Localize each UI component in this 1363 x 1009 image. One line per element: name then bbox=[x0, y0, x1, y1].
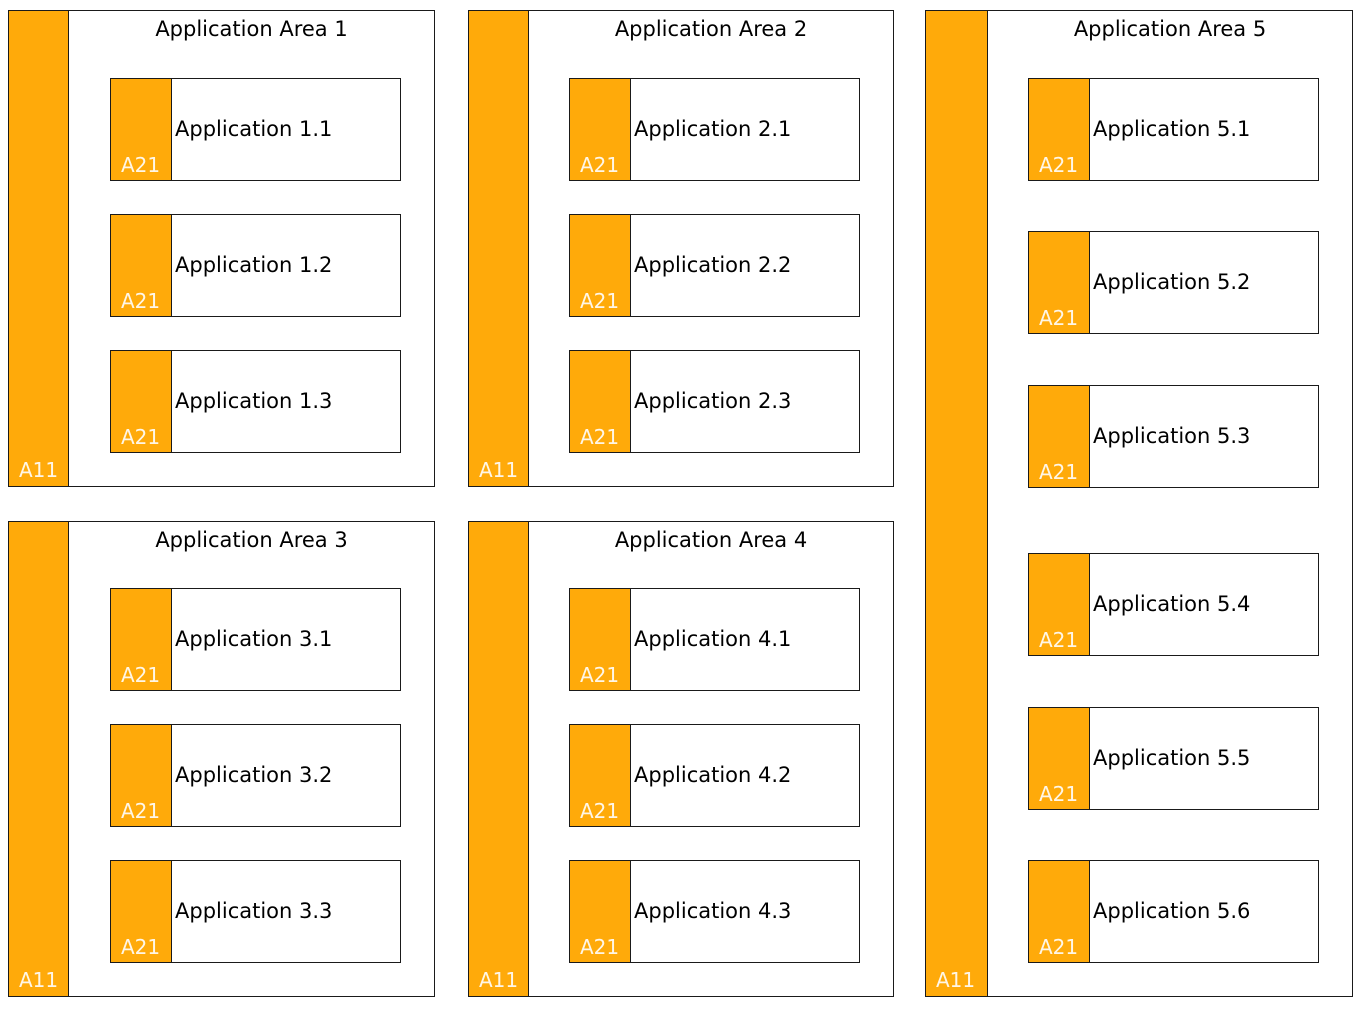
app-code-badge: A21 bbox=[580, 153, 620, 177]
app-stripe: A21 bbox=[111, 79, 172, 180]
application-box[interactable]: A21 Application 1.2 bbox=[110, 214, 401, 317]
application-label: Application 3.2 bbox=[175, 763, 333, 787]
application-box[interactable]: A21 Application 1.3 bbox=[110, 350, 401, 453]
app-stripe: A21 bbox=[1029, 861, 1090, 962]
app-code-badge: A21 bbox=[1039, 628, 1079, 652]
application-box[interactable]: A21 Application 3.1 bbox=[110, 588, 401, 691]
app-code-badge: A21 bbox=[1039, 153, 1079, 177]
application-label: Application 2.1 bbox=[634, 117, 792, 141]
application-box[interactable]: A21 Application 1.1 bbox=[110, 78, 401, 181]
application-box[interactable]: A21 Application 5.2 bbox=[1028, 231, 1319, 334]
application-area-5[interactable]: A11 Application Area 5 A21 Application 5… bbox=[925, 10, 1353, 997]
application-box[interactable]: A21 Application 2.1 bbox=[569, 78, 860, 181]
app-code-badge: A21 bbox=[580, 289, 620, 313]
application-label: Application 2.3 bbox=[634, 389, 792, 413]
app-code-badge: A21 bbox=[580, 425, 620, 449]
application-label: Application 4.1 bbox=[634, 627, 792, 651]
application-area-4[interactable]: A11 Application Area 4 A21 Application 4… bbox=[468, 521, 894, 997]
area-stripe: A11 bbox=[926, 11, 988, 996]
app-stripe: A21 bbox=[570, 215, 631, 316]
area-code-badge: A11 bbox=[19, 968, 59, 992]
app-code-badge: A21 bbox=[1039, 935, 1079, 959]
application-box[interactable]: A21 Application 5.4 bbox=[1028, 553, 1319, 656]
app-code-badge: A21 bbox=[1039, 782, 1079, 806]
app-stripe: A21 bbox=[1029, 554, 1090, 655]
area-title: Application Area 3 bbox=[155, 528, 348, 552]
application-box[interactable]: A21 Application 4.3 bbox=[569, 860, 860, 963]
application-label: Application 5.2 bbox=[1093, 270, 1251, 294]
application-box[interactable]: A21 Application 2.2 bbox=[569, 214, 860, 317]
application-box[interactable]: A21 Application 3.2 bbox=[110, 724, 401, 827]
area-code-badge: A11 bbox=[936, 968, 976, 992]
app-stripe: A21 bbox=[1029, 708, 1090, 809]
area-code-badge: A11 bbox=[19, 458, 59, 482]
app-code-badge: A21 bbox=[121, 935, 161, 959]
app-code-badge: A21 bbox=[580, 935, 620, 959]
area-code-badge: A11 bbox=[479, 458, 519, 482]
app-code-badge: A21 bbox=[121, 663, 161, 687]
application-box[interactable]: A21 Application 5.3 bbox=[1028, 385, 1319, 488]
app-code-badge: A21 bbox=[121, 289, 161, 313]
app-stripe: A21 bbox=[1029, 386, 1090, 487]
application-label: Application 5.3 bbox=[1093, 424, 1251, 448]
area-stripe: A11 bbox=[469, 11, 529, 486]
app-stripe: A21 bbox=[570, 351, 631, 452]
application-label: Application 4.3 bbox=[634, 899, 792, 923]
application-label: Application 3.1 bbox=[175, 627, 333, 651]
app-code-badge: A21 bbox=[580, 799, 620, 823]
app-stripe: A21 bbox=[570, 79, 631, 180]
application-label: Application 5.4 bbox=[1093, 592, 1251, 616]
app-stripe: A21 bbox=[111, 725, 172, 826]
application-label: Application 5.1 bbox=[1093, 117, 1251, 141]
area-title: Application Area 2 bbox=[614, 17, 808, 41]
application-label: Application 1.1 bbox=[175, 117, 333, 141]
app-code-badge: A21 bbox=[121, 153, 161, 177]
app-stripe: A21 bbox=[111, 351, 172, 452]
application-area-3[interactable]: A11 Application Area 3 A21 Application 3… bbox=[8, 521, 435, 997]
application-label: Application 3.3 bbox=[175, 899, 333, 923]
app-code-badge: A21 bbox=[1039, 306, 1079, 330]
area-stripe: A11 bbox=[469, 522, 529, 996]
application-box[interactable]: A21 Application 2.3 bbox=[569, 350, 860, 453]
app-stripe: A21 bbox=[1029, 79, 1090, 180]
application-label: Application 1.2 bbox=[175, 253, 333, 277]
application-box[interactable]: A21 Application 4.2 bbox=[569, 724, 860, 827]
area-title: Application Area 5 bbox=[1073, 17, 1267, 41]
app-stripe: A21 bbox=[111, 589, 172, 690]
app-code-badge: A21 bbox=[121, 425, 161, 449]
app-stripe: A21 bbox=[570, 861, 631, 962]
area-title: Application Area 4 bbox=[614, 528, 808, 552]
application-label: Application 4.2 bbox=[634, 763, 792, 787]
application-area-2[interactable]: A11 Application Area 2 A21 Application 2… bbox=[468, 10, 894, 487]
app-code-badge: A21 bbox=[580, 663, 620, 687]
app-code-badge: A21 bbox=[121, 799, 161, 823]
area-stripe: A11 bbox=[9, 522, 69, 996]
app-stripe: A21 bbox=[570, 589, 631, 690]
app-code-badge: A21 bbox=[1039, 460, 1079, 484]
application-label: Application 5.5 bbox=[1093, 746, 1251, 770]
application-box[interactable]: A21 Application 5.6 bbox=[1028, 860, 1319, 963]
app-stripe: A21 bbox=[111, 861, 172, 962]
app-stripe: A21 bbox=[570, 725, 631, 826]
application-label: Application 2.2 bbox=[634, 253, 792, 277]
area-code-badge: A11 bbox=[479, 968, 519, 992]
application-box[interactable]: A21 Application 5.1 bbox=[1028, 78, 1319, 181]
app-stripe: A21 bbox=[111, 215, 172, 316]
application-box[interactable]: A21 Application 3.3 bbox=[110, 860, 401, 963]
area-stripe: A11 bbox=[9, 11, 69, 486]
application-area-1[interactable]: A11 Application Area 1 A21 Application 1… bbox=[8, 10, 435, 487]
area-title: Application Area 1 bbox=[155, 17, 348, 41]
application-box[interactable]: A21 Application 4.1 bbox=[569, 588, 860, 691]
application-label: Application 1.3 bbox=[175, 389, 333, 413]
app-stripe: A21 bbox=[1029, 232, 1090, 333]
application-label: Application 5.6 bbox=[1093, 899, 1251, 923]
application-box[interactable]: A21 Application 5.5 bbox=[1028, 707, 1319, 810]
